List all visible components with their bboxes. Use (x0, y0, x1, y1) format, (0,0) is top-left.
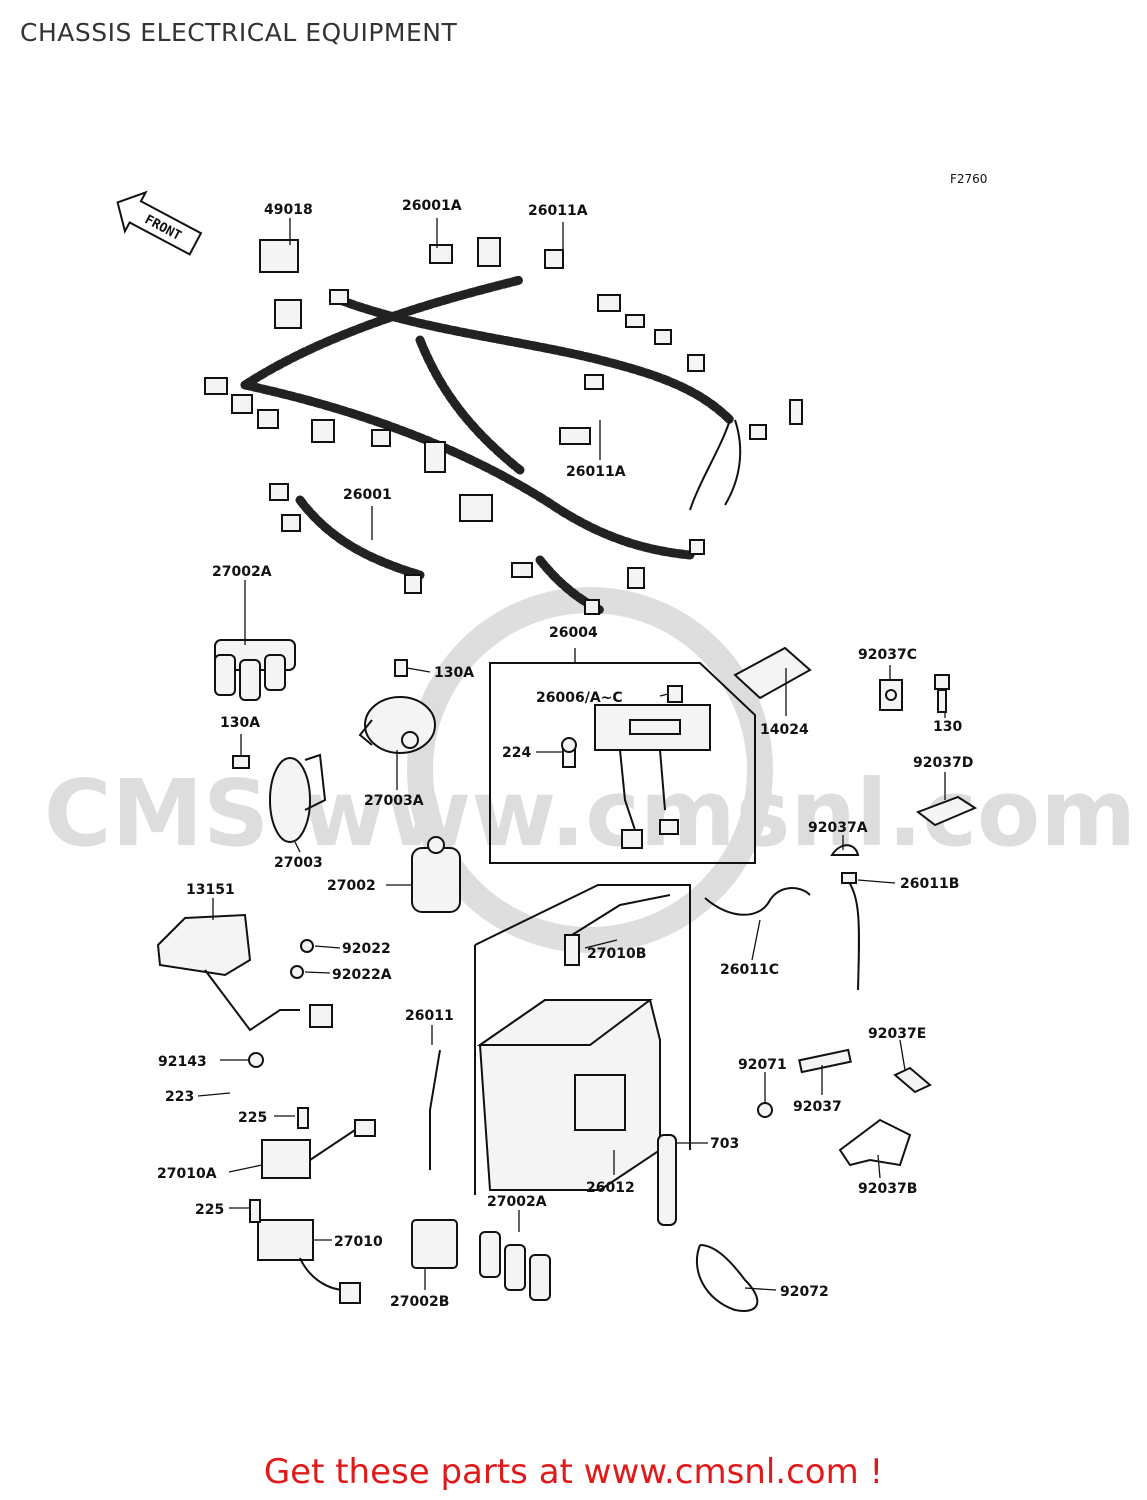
cable-26011 (429, 1049, 441, 1170)
label-27010a: 27010A (157, 1166, 217, 1182)
label-225-top: 225 (238, 1110, 267, 1126)
label-27002: 27002 (327, 878, 376, 894)
label-92037: 92037 (793, 1099, 842, 1115)
label-92037c: 92037C (858, 647, 917, 663)
page-title: CHASSIS ELECTRICAL EQUIPMENT (20, 18, 458, 47)
figure-ref: F2760 (950, 172, 987, 186)
battery-panel (474, 884, 691, 1226)
label-130: 130 (933, 719, 962, 735)
label-26001: 26001 (343, 487, 392, 503)
label-224: 224 (502, 745, 531, 761)
footer-promo: Get these parts at www.cmsnl.com ! (263, 1452, 884, 1492)
relay-cluster-bottom (479, 1231, 551, 1301)
regulator-27010 (249, 1199, 361, 1304)
bracket-92037b (838, 1118, 912, 1167)
label-92037d: 92037D (913, 755, 973, 771)
washer-92022a (290, 965, 304, 979)
label-225-bottom: 225 (195, 1202, 224, 1218)
front-arrow-icon: FRONT (116, 190, 203, 256)
label-27010: 27010 (334, 1234, 383, 1250)
label-26004: 26004 (549, 625, 598, 641)
main-harness (204, 237, 803, 615)
label-26011a-mid: 26011A (566, 464, 626, 480)
label-27010b: 27010B (587, 946, 646, 962)
label-26011c: 26011C (720, 962, 779, 978)
bracket-92037d (915, 795, 978, 827)
label-92037e: 92037E (868, 1026, 926, 1042)
meter-13151 (156, 913, 333, 1068)
label-92143: 92143 (158, 1054, 207, 1070)
label-130a-top: 130A (434, 665, 474, 681)
nut-92071 (757, 1102, 773, 1118)
label-223: 223 (165, 1089, 194, 1105)
junction-box-panel (489, 648, 756, 864)
label-92071: 92071 (738, 1057, 787, 1073)
relay-cluster-top (214, 639, 296, 701)
label-92072: 92072 (780, 1284, 829, 1300)
label-card (733, 646, 812, 700)
bracket-92037 (798, 1048, 852, 1074)
label-13151: 13151 (186, 882, 235, 898)
label-26006: 26006/A~C (536, 690, 623, 706)
bracket-92037e (893, 1066, 932, 1094)
label-26011a-top: 26011A (528, 203, 588, 219)
relay-27002b (411, 1219, 458, 1269)
fuse-27010b (564, 894, 671, 966)
cable-26011b (841, 872, 860, 991)
relay-27002 (411, 836, 461, 913)
label-26011b: 26011B (900, 876, 959, 892)
regulator-27010a (261, 1107, 376, 1179)
label-26012: 26012 (586, 1180, 635, 1196)
label-92022: 92022 (342, 941, 391, 957)
label-14024: 14024 (760, 722, 809, 738)
parts-diagram: CMS www.cmsnl.com F2760 FRONT (44, 172, 1136, 1312)
leader-lines (197, 218, 946, 1291)
label-27003: 27003 (274, 855, 323, 871)
cable-26011c (704, 887, 811, 916)
label-27002a-top: 27002A (212, 564, 272, 580)
label-49018: 49018 (264, 202, 313, 218)
watermark: CMS www.cmsnl.com (44, 587, 1136, 953)
label-703: 703 (710, 1136, 739, 1152)
watermark-text: CMS www.cmsnl.com (44, 760, 1136, 867)
clamp-92037a (830, 844, 860, 856)
bracket-92037c (879, 674, 950, 713)
label-26001a: 26001A (402, 198, 462, 214)
label-92022a: 92022A (332, 967, 392, 983)
washer-92022 (300, 939, 314, 953)
horn-27003a (358, 659, 436, 754)
label-27003a: 27003A (364, 793, 424, 809)
label-92037b: 92037B (858, 1181, 917, 1197)
part-labels: 49018 26001A 26011A 26011A 26001 27002A … (157, 198, 973, 1310)
label-27002b: 27002B (390, 1294, 449, 1310)
strap-92072 (695, 1244, 759, 1312)
label-92037a: 92037A (808, 820, 868, 836)
label-130a-left: 130A (220, 715, 260, 731)
label-26011: 26011 (405, 1008, 454, 1024)
label-27002a-bottom: 27002A (487, 1194, 547, 1210)
